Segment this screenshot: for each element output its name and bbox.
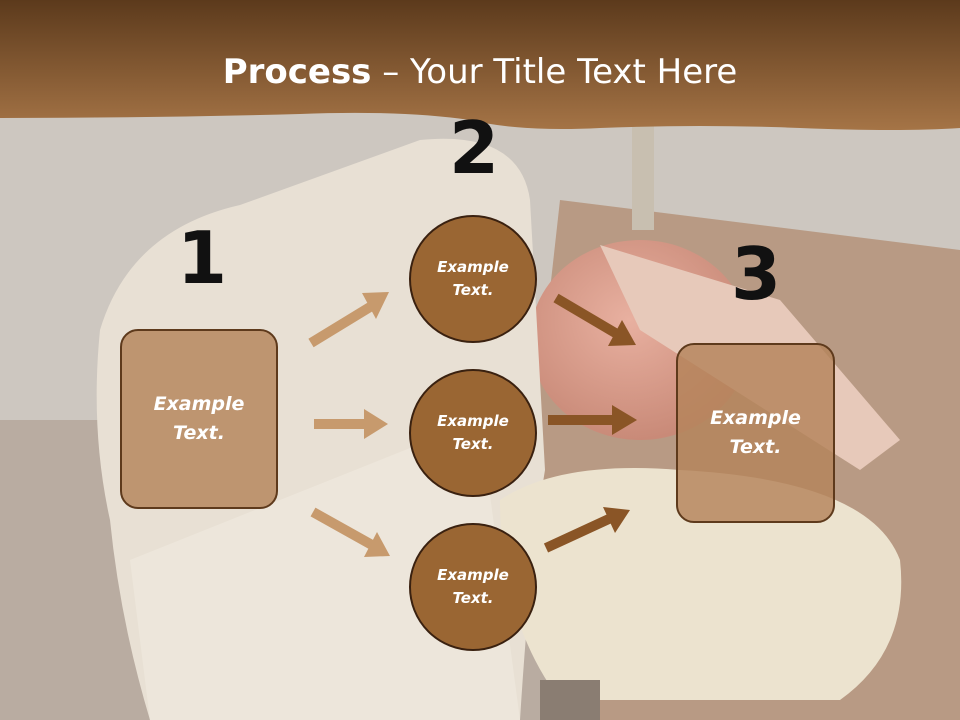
- arrow-left-to-middle: [314, 409, 388, 439]
- circle-middle: Example Text.: [409, 369, 537, 497]
- left-box-text: Example Text.: [153, 393, 245, 444]
- circle-bottom: Example Text.: [409, 523, 537, 651]
- step-number-1: 1: [177, 216, 228, 300]
- circle-top-text: Example Text.: [437, 258, 509, 299]
- arrow-bottom-to-right: [543, 507, 630, 553]
- left-box: Example Text.: [120, 329, 278, 509]
- circle-middle-text: Example Text.: [437, 412, 509, 453]
- arrow-left-to-top: [308, 292, 389, 348]
- title-rest: – Your Title Text Here: [371, 52, 738, 92]
- circle-bottom-text: Example Text.: [437, 566, 509, 607]
- slide-title: Process – Your Title Text Here: [0, 52, 960, 92]
- arrow-left-to-bottom: [310, 507, 390, 557]
- arrow-middle-to-right: [548, 405, 637, 435]
- arrow-top-to-right: [553, 293, 636, 346]
- right-box: Example Text.: [676, 343, 835, 523]
- right-box-text: Example Text.: [710, 407, 801, 458]
- circle-top: Example Text.: [409, 215, 537, 343]
- step-number-2: 2: [449, 106, 500, 190]
- title-bold: Process: [222, 52, 372, 92]
- step-number-3: 3: [731, 232, 782, 316]
